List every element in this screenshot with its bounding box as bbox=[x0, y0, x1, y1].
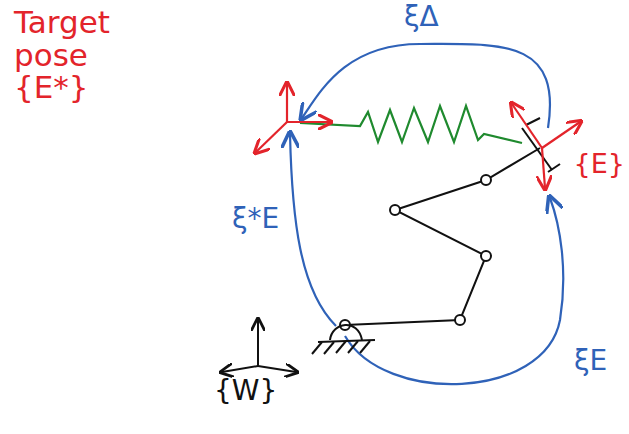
frame-label: {E} bbox=[574, 150, 625, 178]
target-frame bbox=[256, 84, 330, 152]
transform-label: ξ*E bbox=[232, 204, 279, 233]
transform-curves bbox=[290, 44, 563, 384]
target-label: Target pose {E*} bbox=[14, 6, 164, 104]
effector-frame bbox=[512, 104, 580, 188]
virtual-spring bbox=[300, 106, 522, 143]
transform-label: ξE bbox=[574, 346, 607, 375]
transform-label: ξΔ bbox=[404, 2, 439, 31]
robot-arm bbox=[312, 118, 560, 354]
world-frame bbox=[222, 320, 296, 372]
frame-label: {W} bbox=[214, 376, 277, 405]
